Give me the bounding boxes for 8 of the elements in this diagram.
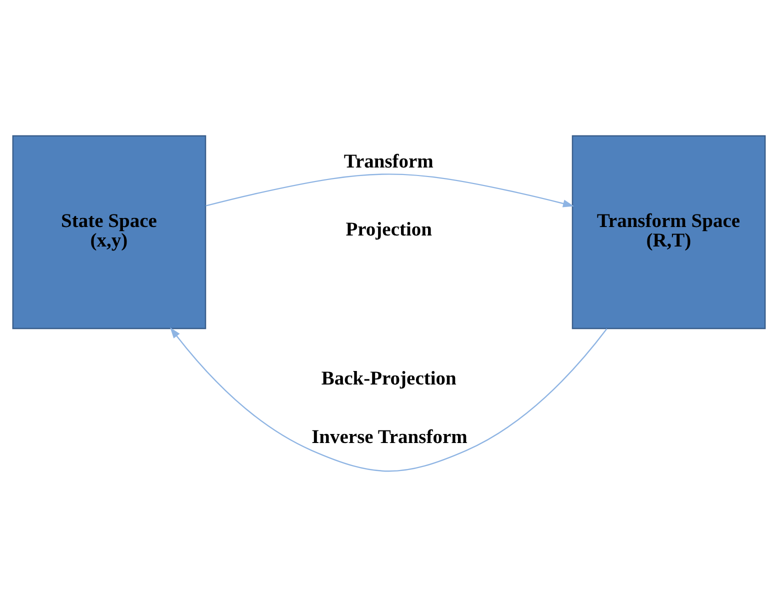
label: Back-Projection (321, 368, 456, 390)
node-box: State Space (x,y) (12, 135, 206, 330)
edge-label: Transform (344, 151, 434, 172)
label: Projection (346, 220, 432, 241)
arrow (170, 327, 608, 472)
edge-label: Inverse Transform (312, 426, 468, 448)
arrow (206, 174, 574, 208)
node-box: Transform Space (R,T) (572, 135, 766, 330)
